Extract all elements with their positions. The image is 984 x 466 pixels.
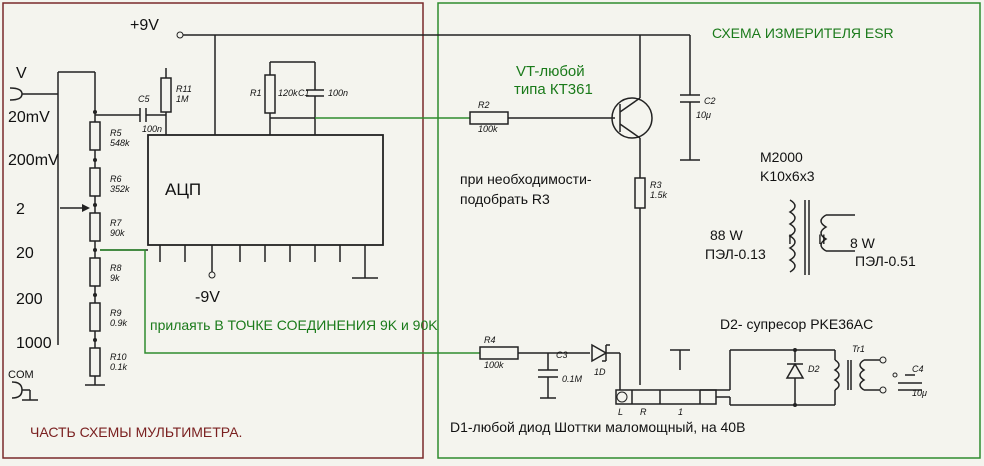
svg-text:100k: 100k	[478, 124, 498, 134]
label-r6: R6	[110, 174, 122, 184]
svg-text:100k: 100k	[484, 360, 504, 370]
svg-text:9k: 9k	[110, 273, 120, 283]
label-com: COM	[8, 369, 34, 381]
transformer-tr1	[833, 359, 840, 391]
resistor-r2	[469, 111, 509, 125]
svg-text:10μ: 10μ	[912, 388, 927, 398]
svg-text:0.1M: 0.1M	[562, 374, 583, 384]
label-200mv: 200mV	[8, 152, 59, 169]
multimeter-section-frame	[2, 2, 424, 459]
secondary-turns: 8 W	[850, 235, 876, 251]
label-plus9v: +9V	[130, 17, 159, 34]
core-size-label: K10x6x3	[760, 168, 815, 184]
solder-note: прилаять В ТОЧКЕ СОЕДИНЕНИЯ 9K и 90K	[150, 317, 438, 333]
resistor-r8	[89, 257, 101, 287]
label-range-200: 200	[16, 291, 43, 308]
transformer-secondary	[820, 214, 828, 252]
label-range-20: 20	[16, 245, 34, 262]
label-c4: C4	[912, 364, 924, 374]
jack-pin-l: L	[618, 407, 623, 417]
d2-note: D2- супресор PKE36AC	[720, 316, 873, 332]
d1-note: D1-любой диод Шоттки маломощный, на 40В	[450, 419, 745, 435]
label-minus9v: -9V	[195, 289, 220, 306]
label-20mv: 20mV	[8, 109, 50, 126]
label-d2: D2	[808, 364, 820, 374]
core-label: M2000	[760, 149, 803, 165]
svg-text:100n: 100n	[328, 88, 348, 98]
resistor-r7	[89, 212, 101, 242]
label-c5: C5	[138, 94, 150, 104]
label-v-input: V	[16, 65, 27, 82]
resistor-r5	[89, 121, 101, 151]
diode-d1	[591, 343, 608, 363]
svg-text:352k: 352k	[110, 184, 130, 194]
label-c3: C3	[556, 350, 568, 360]
label-r4: R4	[484, 335, 496, 345]
resistor-r4	[479, 346, 519, 360]
esr-section-title: СХЕМА ИЗМЕРИТЕЛЯ ESR	[712, 25, 894, 41]
range-selector-arrow	[82, 204, 90, 212]
svg-text:90k: 90k	[110, 228, 125, 238]
connector-jack	[615, 389, 717, 405]
multimeter-section-title: ЧАСТЬ СХЕМЫ МУЛЬТИМЕТРА.	[30, 424, 242, 440]
label-r5: R5	[110, 128, 122, 138]
svg-text:1.5k: 1.5k	[650, 190, 668, 200]
resistor-r3	[634, 177, 646, 209]
resistor-r1	[264, 74, 276, 114]
primary-wire: ПЭЛ-0.13	[705, 246, 766, 262]
label-c2: C2	[704, 96, 716, 106]
label-r3: R3	[650, 180, 662, 190]
label-r11: R11	[176, 84, 192, 94]
svg-text:1M: 1M	[176, 94, 189, 104]
label-r1: R1	[250, 88, 262, 98]
label-r10: R10	[110, 352, 127, 362]
svg-text:0.1k: 0.1k	[110, 362, 128, 372]
label-r9: R9	[110, 308, 122, 318]
svg-text:120k: 120k	[278, 88, 298, 98]
jack-pin-r: R	[640, 407, 647, 417]
label-r2: R2	[478, 100, 490, 110]
secondary-wire: ПЭЛ-0.51	[855, 253, 916, 269]
diode-d2	[785, 362, 805, 379]
svg-text:100n: 100n	[142, 124, 162, 134]
transformer-primary	[788, 199, 796, 273]
resistor-r10	[89, 347, 101, 377]
label-r7: R7	[110, 218, 122, 228]
transistor-note-line2: типа КТ361	[514, 81, 593, 98]
label-d1: 1D	[594, 367, 606, 377]
label-c1: C1	[298, 88, 310, 98]
svg-text:0.9k: 0.9k	[110, 318, 128, 328]
solder-link-wire	[100, 249, 480, 354]
minus9v-terminal	[208, 271, 216, 279]
r3-note-line2: подобрать R3	[460, 191, 550, 207]
transistor-note-line1: VT-любой	[516, 63, 585, 80]
transistor-vt	[611, 97, 653, 139]
svg-text:548k: 548k	[110, 138, 130, 148]
label-adc: АЦП	[165, 180, 201, 199]
esr-section-frame	[437, 2, 981, 459]
plus9v-terminal	[176, 31, 184, 39]
label-range-2: 2	[16, 201, 25, 218]
primary-turns: 88 W	[710, 227, 743, 243]
r3-note-line1: при необходимости-	[460, 171, 592, 187]
secondary-marker: II	[818, 231, 826, 247]
resistor-r11	[160, 77, 172, 113]
svg-text:10μ: 10μ	[696, 110, 711, 120]
label-r8: R8	[110, 263, 122, 273]
primary-marker: I	[788, 231, 792, 247]
resistor-r6	[89, 167, 101, 197]
resistor-r9	[89, 302, 101, 332]
jack-pin-1: 1	[678, 407, 683, 417]
label-tr1: Tr1	[852, 344, 865, 354]
label-range-1000: 1000	[16, 335, 52, 352]
